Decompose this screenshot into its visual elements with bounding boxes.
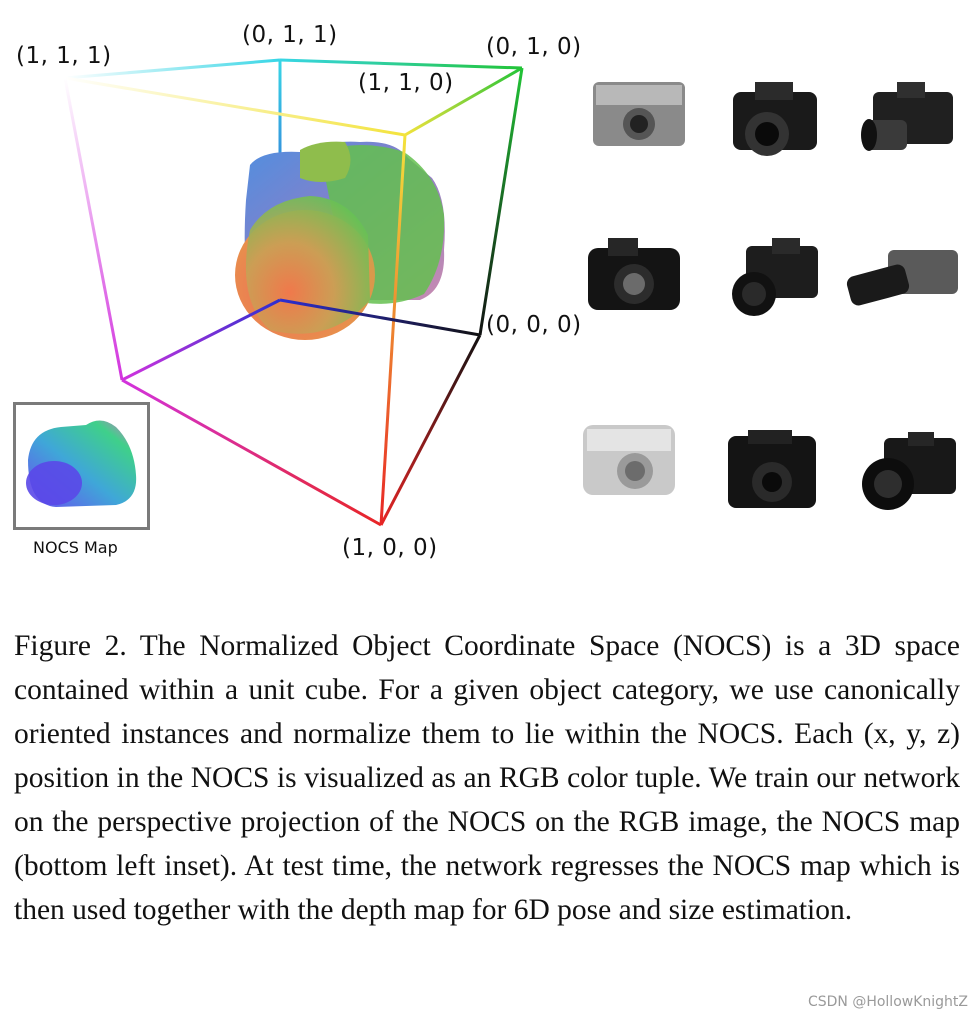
label-v100: (1, 0, 0) (342, 535, 438, 561)
cube-edge (121, 298, 281, 382)
cube-edge (63, 77, 124, 381)
cube-edge (379, 134, 407, 526)
cube-edge (279, 58, 523, 70)
watermark: CSDN @HollowKnightZ (807, 994, 968, 1010)
cube-edge (279, 298, 481, 337)
label-v111: (1, 1, 1) (16, 43, 112, 69)
nocs-cube-diagram (63, 58, 524, 527)
figure: (1, 1, 1) (0, 1, 1) (0, 1, 0) (1, 1, 0) … (13, 22, 958, 561)
label-v011: (0, 1, 1) (242, 22, 338, 48)
camera-instance (846, 250, 958, 306)
camera-instance (588, 238, 680, 310)
cube-edge (64, 76, 406, 137)
camera-instance (861, 82, 953, 151)
camera-instance (732, 238, 818, 316)
figure-caption: Figure 2. The Normalized Object Coordina… (14, 630, 960, 926)
camera-instance (862, 432, 956, 510)
camera-instances-grid (583, 82, 958, 510)
camera-instance (733, 82, 817, 156)
label-v110: (1, 1, 0) (358, 70, 454, 96)
cube-edge (478, 67, 524, 336)
inset-label: NOCS Map (33, 538, 118, 557)
nocs-map-image (26, 420, 137, 507)
nocs-map-inset (13, 402, 150, 530)
cube-edge (64, 58, 281, 80)
camera-instance (583, 425, 675, 495)
cube-edge (404, 66, 523, 137)
cube-edge (121, 378, 382, 527)
camera-instance (728, 430, 816, 508)
camera-instance (593, 82, 685, 146)
label-v000: (0, 0, 0) (486, 312, 582, 338)
label-v010: (0, 1, 0) (486, 34, 582, 60)
cube-edge (379, 334, 482, 526)
camera-nocs-model (235, 141, 445, 340)
